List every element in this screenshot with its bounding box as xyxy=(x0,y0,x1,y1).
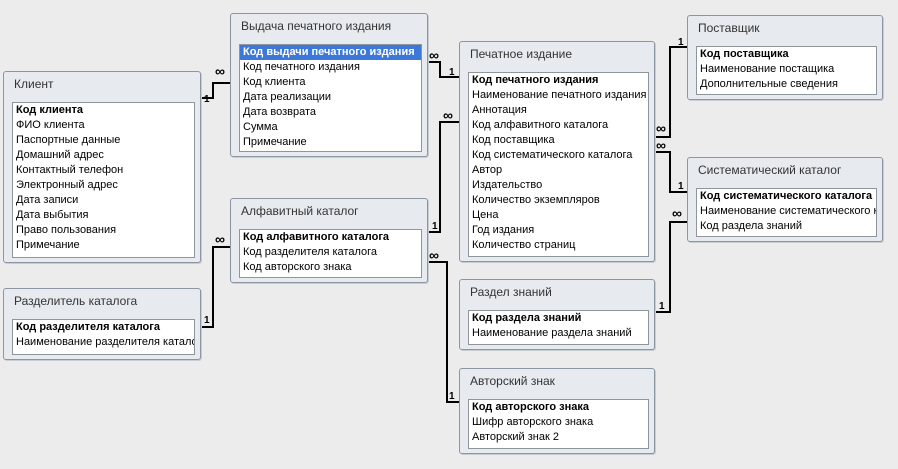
table-title[interactable]: Авторский знак xyxy=(470,374,555,388)
table-alfavitny[interactable]: Алфавитный каталог Код алфавитного катал… xyxy=(230,198,428,283)
cardinality-one: 1 xyxy=(678,37,684,48)
field-item[interactable]: Код разделителя каталога xyxy=(243,246,378,258)
field-item[interactable]: Количество страниц xyxy=(472,239,576,251)
field-item[interactable]: Дата возврата xyxy=(243,106,317,118)
field-item[interactable]: Количество экземпляров xyxy=(472,194,600,206)
field-item[interactable]: Код поставщика xyxy=(700,48,789,60)
field-list[interactable]: Код алфавитного каталога Код разделителя… xyxy=(239,229,422,278)
field-item[interactable]: Код авторского знака xyxy=(472,401,590,413)
table-title[interactable]: Раздел знаний xyxy=(470,285,552,299)
field-item[interactable]: Код печатного издания xyxy=(243,61,360,73)
field-item[interactable]: Паспортные данные xyxy=(16,134,121,146)
relation-alfavitny-pechatnoe xyxy=(428,121,459,233)
table-title[interactable]: Печатное издание xyxy=(470,47,572,61)
cardinality-one: 1 xyxy=(678,181,684,192)
table-title[interactable]: Разделитель каталога xyxy=(14,294,138,308)
field-item[interactable]: Код поставщика xyxy=(472,134,555,146)
cardinality-one: 1 xyxy=(659,301,665,312)
relation-razdel-sistematicheskiy xyxy=(655,221,687,313)
field-item-selected[interactable]: Код выдачи печатного издания xyxy=(240,45,421,60)
cardinality-many: ∞ xyxy=(429,247,439,263)
relation-klient-vydacha xyxy=(201,82,230,99)
field-item[interactable]: Код систематического каталога xyxy=(472,149,633,161)
field-item[interactable]: Код клиента xyxy=(243,76,306,88)
field-list[interactable]: Код разделителя каталога Наименование ра… xyxy=(12,319,195,355)
table-sistematicheskiy[interactable]: Систематический каталог Код систематичес… xyxy=(687,157,883,242)
field-item[interactable]: Код алфавитного каталога xyxy=(243,231,390,243)
cardinality-many: ∞ xyxy=(443,107,453,123)
field-item[interactable]: Код систематического каталога xyxy=(700,190,873,202)
field-item[interactable]: Код разделителя каталога xyxy=(16,321,160,333)
field-item[interactable]: Домашний адрес xyxy=(16,149,104,161)
cardinality-many: ∞ xyxy=(429,47,439,63)
field-item[interactable]: Издательство xyxy=(472,179,543,191)
relation-pechatnoe-sistematicheskiy xyxy=(655,151,687,193)
relation-pechatnoe-postavshik xyxy=(655,46,687,138)
field-item[interactable]: Код авторского знака xyxy=(243,261,352,273)
field-item[interactable]: ФИО клиента xyxy=(16,119,85,131)
field-item[interactable]: Сумма xyxy=(243,121,278,133)
field-list[interactable]: Код выдачи печатного издания Код печатно… xyxy=(239,44,422,152)
field-item[interactable]: Наименование постащика xyxy=(700,63,835,75)
field-list[interactable]: Код печатного издания Наименование печат… xyxy=(468,72,649,257)
cardinality-one: 1 xyxy=(204,94,210,105)
field-item[interactable]: Код алфавитного каталога xyxy=(472,119,609,131)
cardinality-one: 1 xyxy=(432,221,438,232)
table-pechatnoe[interactable]: Печатное издание Код печатного издания Н… xyxy=(459,41,655,262)
table-title[interactable]: Выдача печатного издания xyxy=(241,19,392,33)
field-item[interactable]: Шифр авторского знака xyxy=(472,416,594,428)
field-item[interactable]: Наименование систематического к xyxy=(700,205,876,217)
table-avtorsky[interactable]: Авторский знак Код авторского знака Шифр… xyxy=(459,368,655,454)
cardinality-many: ∞ xyxy=(656,120,666,136)
table-klient[interactable]: Клиент Код клиента ФИО клиента Паспортны… xyxy=(3,71,201,263)
cardinality-many: ∞ xyxy=(672,205,682,221)
field-item[interactable]: Примечание xyxy=(243,136,307,148)
field-list[interactable]: Код систематического каталога Наименован… xyxy=(696,188,877,237)
relation-alfavitny-avtorsky xyxy=(428,261,459,403)
table-vydacha[interactable]: Выдача печатного издания Код выдачи печа… xyxy=(230,13,428,157)
field-item[interactable]: Дата записи xyxy=(16,194,79,206)
table-postavshik[interactable]: Поставщик Код поставщика Наименование по… xyxy=(687,15,883,100)
field-list[interactable]: Код раздела знаний Наименование раздела … xyxy=(468,310,649,345)
field-item[interactable]: Цена xyxy=(472,209,499,221)
table-title[interactable]: Поставщик xyxy=(698,21,760,35)
table-title[interactable]: Клиент xyxy=(14,77,54,91)
field-item[interactable]: Авторский знак 2 xyxy=(472,431,559,443)
field-item[interactable]: Наименование раздела знаний xyxy=(472,327,632,339)
cardinality-many: ∞ xyxy=(215,231,225,247)
field-list[interactable]: Код поставщика Наименование постащика До… xyxy=(696,46,877,95)
field-item[interactable]: Право пользования xyxy=(16,224,117,236)
field-item[interactable]: Дата выбытия xyxy=(16,209,89,221)
field-item[interactable]: Электронный адрес xyxy=(16,179,118,191)
field-item[interactable]: Код клиента xyxy=(16,104,83,116)
field-item[interactable]: Контактный телефон xyxy=(16,164,124,176)
field-list[interactable]: Код авторского знака Шифр авторского зна… xyxy=(468,399,649,449)
cardinality-many: ∞ xyxy=(656,137,666,153)
relation-razdelitel-alfavitny xyxy=(201,246,230,328)
field-item[interactable]: Код печатного издания xyxy=(472,74,599,86)
field-item[interactable]: Автор xyxy=(472,164,503,176)
table-title[interactable]: Систематический каталог xyxy=(698,163,842,177)
table-razdelitel[interactable]: Разделитель каталога Код разделителя кат… xyxy=(3,288,201,360)
field-item[interactable]: Дата реализации xyxy=(243,91,332,103)
cardinality-many: ∞ xyxy=(215,63,225,79)
field-item[interactable]: Наименование печатного издания xyxy=(472,89,647,101)
field-item[interactable]: Код раздела знаний xyxy=(472,312,582,324)
cardinality-one: 1 xyxy=(204,315,210,326)
table-razdel[interactable]: Раздел знаний Код раздела знаний Наимено… xyxy=(459,279,655,350)
table-title[interactable]: Алфавитный каталог xyxy=(241,204,359,218)
field-item[interactable]: Аннотация xyxy=(472,104,527,116)
field-list[interactable]: Код клиента ФИО клиента Паспортные данны… xyxy=(12,102,195,258)
field-item[interactable]: Код раздела знаний xyxy=(700,220,803,232)
field-item[interactable]: Дополнительные сведения xyxy=(700,78,838,90)
field-item[interactable]: Наименование разделителя катало xyxy=(16,336,194,348)
field-item[interactable]: Год издания xyxy=(472,224,535,236)
cardinality-one: 1 xyxy=(449,391,455,402)
cardinality-one: 1 xyxy=(449,67,455,78)
relation-vydacha-pechatnoe xyxy=(428,61,459,78)
field-item[interactable]: Примечание xyxy=(16,239,80,251)
